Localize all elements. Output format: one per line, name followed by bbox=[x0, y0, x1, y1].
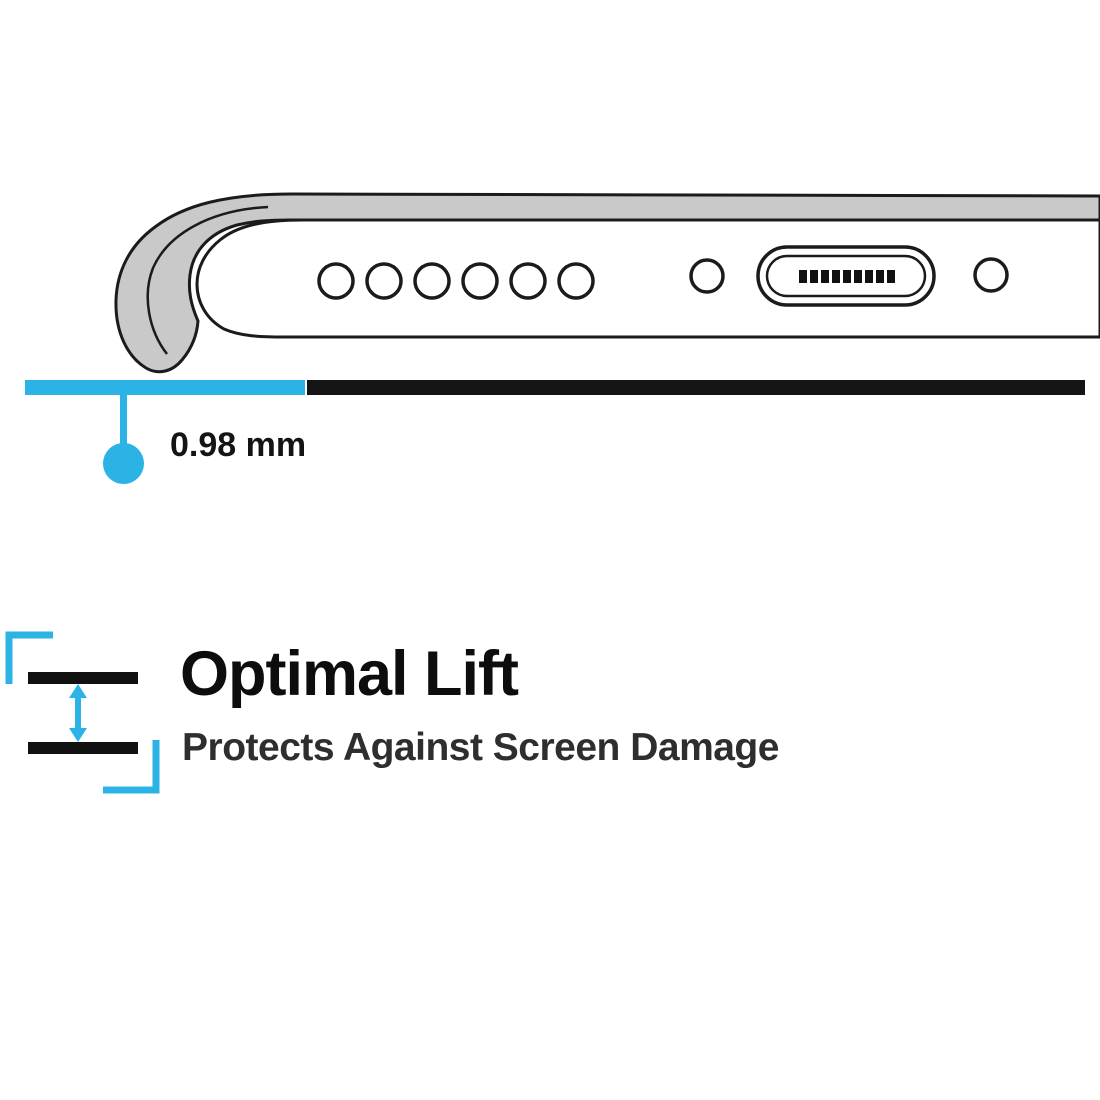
case-inner-edge bbox=[146, 205, 269, 355]
measurement-label: 0.98 mm bbox=[170, 426, 307, 464]
speaker-holes-icon bbox=[317, 262, 595, 300]
case-lip-icon bbox=[114, 192, 1100, 374]
corner-bracket-icon bbox=[5, 631, 53, 684]
screen-edge-bar bbox=[28, 672, 138, 684]
screw-hole-icon bbox=[973, 257, 1009, 293]
charging-port-icon bbox=[756, 245, 936, 307]
feature-subtitle: Protects Against Screen Damage bbox=[182, 726, 779, 769]
lift-gap-icon bbox=[5, 631, 160, 794]
mic-hole-icon bbox=[689, 258, 725, 294]
port-pins bbox=[799, 270, 895, 283]
measurement-dot-icon bbox=[103, 443, 144, 484]
surface-bar bbox=[307, 380, 1085, 395]
corner-bracket-icon bbox=[103, 740, 160, 794]
phone-bottom-illustration bbox=[114, 192, 1100, 374]
lift-highlight-bar bbox=[25, 380, 305, 395]
feature-title: Optimal Lift bbox=[180, 639, 519, 709]
measurement-leader-line bbox=[120, 395, 127, 447]
gap-arrow-icon bbox=[69, 684, 87, 742]
surface-edge-bar bbox=[28, 742, 138, 754]
